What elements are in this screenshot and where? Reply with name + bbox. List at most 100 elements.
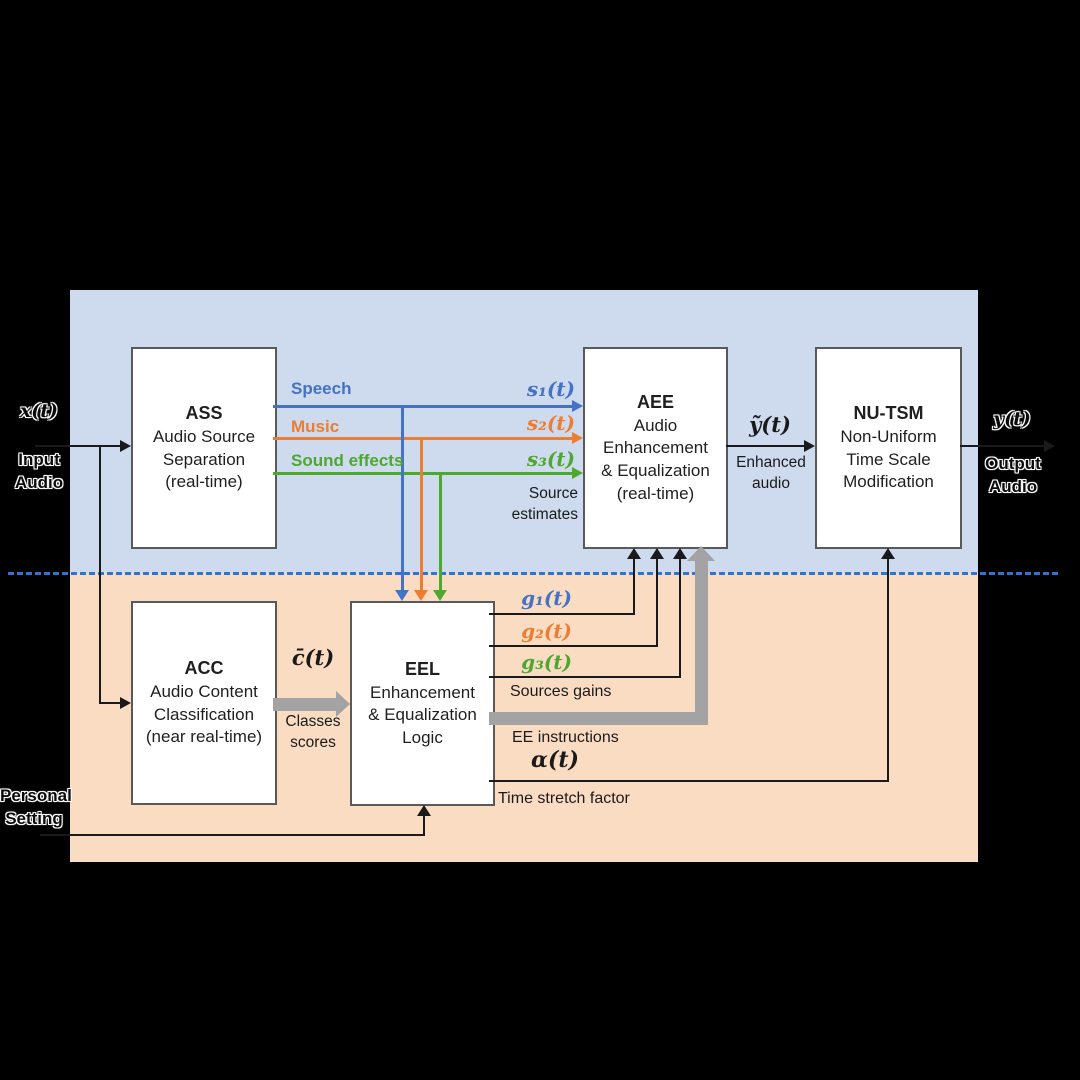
output-caption-line1: Output (985, 454, 1041, 473)
input-caption-line2: Audio (14, 473, 64, 492)
classes-scores-arrowhead-icon (336, 691, 350, 717)
s1-signal-label: s₁(t) (526, 377, 575, 401)
ee-instructions-arrowhead-icon (687, 546, 715, 561)
nutsm-line1: Non-Uniform (840, 427, 937, 447)
g2-vertical-line (656, 557, 658, 647)
nutsm-line2: Time Scale (846, 449, 931, 469)
g1-signal-label: g₁(t) (521, 586, 572, 610)
enhanced-audio-line2: audio (752, 475, 790, 492)
acc-line3: (near real-time) (145, 727, 263, 747)
ee-instructions-vertical-band (695, 560, 708, 725)
input-branch-vertical-line (99, 445, 101, 704)
acc-title: ACC (184, 658, 224, 679)
aee-line2: Enhancement (603, 438, 708, 458)
personal-setting-horizontal-line (40, 834, 425, 836)
ass-line1: Audio Source (152, 427, 256, 447)
input-signal-label: x(t) (19, 400, 59, 422)
ee-instructions-horizontal-band (489, 712, 708, 725)
input-branch-horizontal-line (99, 702, 121, 704)
aee-line4: (real-time) (616, 483, 695, 503)
personal-setting-caption: Personal Setting (0, 784, 72, 830)
sound-effects-stream-label: Sound effects (291, 451, 404, 470)
sound-effects-line (273, 472, 573, 475)
time-stretch-horizontal-line (489, 780, 889, 782)
enhanced-audio-line1: Enhanced (736, 454, 806, 471)
ass-title: ASS (185, 403, 223, 424)
nutsm-title: NU-TSM (853, 403, 924, 424)
time-stretch-caption: Time stretch factor (498, 790, 630, 807)
g1-arrowhead-icon (627, 548, 641, 559)
speech-drop-line (401, 405, 404, 591)
ee-instructions-caption: EE instructions (512, 729, 619, 746)
music-stream-label: Music (291, 417, 340, 436)
output-caption-line2: Audio (988, 477, 1038, 496)
input-arrow-line (35, 445, 123, 447)
acc-box: ACC Audio Content Classification (near r… (131, 601, 277, 805)
music-line (273, 437, 573, 440)
s2-signal-label: s₂(t) (526, 411, 575, 435)
enhanced-signal-label: ỹ(t) (749, 412, 791, 437)
time-stretch-arrowhead-icon (881, 548, 895, 559)
region-divider-dashed-line (8, 572, 1058, 575)
eel-line2: & Equalization (368, 705, 477, 725)
g3-signal-label: g₃(t) (521, 650, 572, 674)
classes-scores-line2: scores (290, 734, 336, 751)
g3-vertical-line (679, 557, 681, 678)
input-caption-line1: Input (18, 450, 60, 469)
alpha-signal-label: α(t) (531, 747, 579, 773)
eel-line1: Enhancement (370, 682, 475, 702)
g1-horizontal-line (489, 613, 635, 615)
personal-setting-vertical-line (423, 815, 425, 836)
time-stretch-vertical-line (887, 557, 889, 782)
aee-line1: Audio (633, 415, 678, 435)
classes-scores-line1: Classes (285, 713, 341, 730)
aee-title: AEE (636, 391, 674, 412)
classes-scores-thick-arrow (273, 698, 337, 711)
g3-horizontal-line (489, 676, 681, 678)
source-estimates-line2: estimates (511, 506, 578, 523)
aee-line3: & Equalization (601, 460, 710, 480)
aee-box: AEE Audio Enhancement & Equalization (re… (583, 347, 728, 549)
nutsm-box: NU-TSM Non-Uniform Time Scale Modificati… (815, 347, 962, 549)
sound-effects-arrowhead-icon (572, 467, 583, 479)
g1-vertical-line (633, 557, 635, 615)
classes-scores-caption: Classes scores (283, 711, 343, 753)
enhanced-audio-arrowhead-icon (804, 440, 815, 452)
output-arrow-line (960, 445, 1044, 447)
ass-line3: (real-time) (165, 472, 243, 492)
input-arrowhead-icon (120, 440, 131, 452)
ass-box: ASS Audio Source Separation (real-time) (131, 347, 277, 549)
output-signal-label: y(t) (993, 408, 1031, 430)
eel-line3: Logic (402, 727, 443, 747)
acc-line1: Audio Content (150, 682, 258, 702)
g2-signal-label: g₂(t) (521, 619, 572, 643)
source-estimates-line1: Source (528, 485, 578, 502)
nutsm-line3: Modification (843, 472, 934, 492)
g3-arrowhead-icon (673, 548, 687, 559)
source-estimates-caption: Source estimates (450, 483, 578, 525)
enhanced-audio-line (726, 445, 806, 447)
speech-line (273, 405, 573, 408)
sound-effects-drop-arrowhead-icon (433, 590, 447, 601)
ass-line2: Separation (162, 449, 246, 469)
s3-signal-label: s₃(t) (526, 447, 575, 471)
music-arrowhead-icon (572, 432, 583, 444)
speech-stream-label: Speech (291, 379, 352, 398)
speech-drop-arrowhead-icon (395, 590, 409, 601)
g2-arrowhead-icon (650, 548, 664, 559)
personal-setting-arrowhead-icon (417, 805, 431, 816)
output-arrowhead-icon (1044, 440, 1055, 452)
personal-setting-line2: Setting (5, 809, 63, 828)
sound-effects-drop-line (439, 472, 442, 591)
input-audio-caption: Input Audio (8, 448, 70, 494)
sources-gains-caption: Sources gains (510, 683, 612, 700)
music-drop-line (420, 437, 423, 591)
acc-line2: Classification (153, 704, 255, 724)
input-branch-arrowhead-icon (120, 697, 131, 709)
output-audio-caption: Output Audio (980, 452, 1046, 498)
eel-box: EEL Enhancement & Equalization Logic (350, 601, 495, 806)
class-scores-signal-label: c̄(t) (291, 645, 335, 670)
music-drop-arrowhead-icon (414, 590, 428, 601)
eel-title: EEL (404, 658, 440, 679)
